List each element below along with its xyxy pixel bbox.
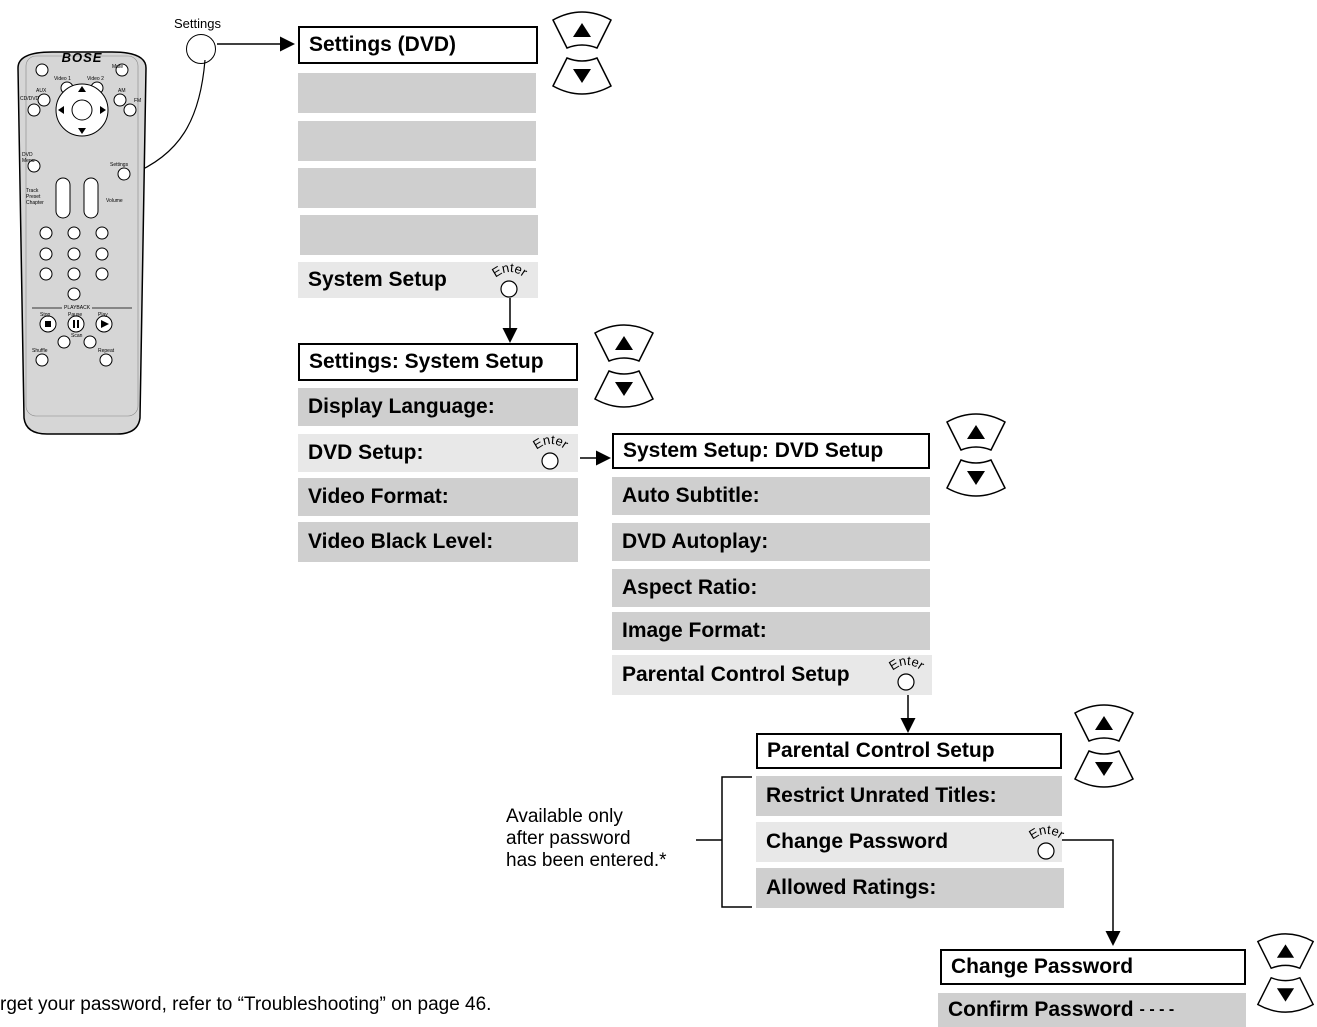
brand-logo: BOSE <box>61 50 103 65</box>
allowed-ratings-item[interactable]: Allowed Ratings: <box>756 868 1064 908</box>
svg-text:Enter: Enter <box>489 262 531 280</box>
password-mask: - - - - <box>1139 1001 1175 1018</box>
enter-text-1: Enter <box>489 260 531 280</box>
up-down-rocker-icon[interactable] <box>1071 703 1137 789</box>
confirm-password-item[interactable]: Confirm Password - - - - <box>938 993 1246 1027</box>
dvd-menu-label: DVD Menu <box>22 152 35 164</box>
volume-label: Volume <box>106 198 123 204</box>
svg-text:Enter: Enter <box>530 434 572 452</box>
play-label: Play <box>98 312 108 318</box>
system-setup-title: Settings: System Setup <box>298 343 578 381</box>
settings-dvd-title: Settings (DVD) <box>298 26 538 64</box>
change-password-title: Change Password <box>940 949 1246 985</box>
enter-button-icon[interactable]: Enter <box>1024 822 1070 860</box>
system-setup-label: System Setup <box>308 268 447 291</box>
settings-dvd-item-3[interactable] <box>298 168 536 208</box>
aspect-ratio-item[interactable]: Aspect Ratio: <box>612 569 930 607</box>
change-password-item[interactable]: Change Password <box>756 822 1062 862</box>
dvd-setup-title: System Setup: DVD Setup <box>612 433 930 469</box>
pause-label: Pause <box>68 312 83 318</box>
video2-label: Video 2 <box>87 76 104 82</box>
auto-subtitle-item[interactable]: Auto Subtitle: <box>612 477 930 515</box>
cd-label: CD/DVD <box>20 96 40 102</box>
up-down-rocker-icon[interactable] <box>1254 930 1317 1016</box>
settings-label: Settings <box>110 162 129 168</box>
settings-button-icon[interactable] <box>186 34 216 64</box>
confirm-password-label: Confirm Password <box>948 998 1134 1021</box>
settings-dvd-item-1[interactable] <box>298 73 536 113</box>
note-line-2: after password <box>506 828 631 849</box>
enter-text-3: Enter <box>886 653 928 673</box>
parental-control-setup-label: Parental Control Setup <box>622 663 850 686</box>
parental-control-setup-item[interactable]: Parental Control Setup <box>612 655 932 695</box>
video-format-item[interactable]: Video Format: <box>298 478 578 516</box>
aux-label: AUX <box>36 88 47 94</box>
playback-label: PLAYBACK <box>62 305 93 311</box>
mute-label: Mute <box>112 64 124 70</box>
up-down-rocker-icon[interactable] <box>549 10 615 96</box>
display-language-item[interactable]: Display Language: <box>298 388 578 426</box>
shuffle-label: Shuffle <box>32 348 48 354</box>
parental-title: Parental Control Setup <box>756 733 1062 769</box>
settings-dvd-item-4[interactable] <box>300 215 538 255</box>
svg-text:Enter: Enter <box>886 655 928 673</box>
dvd-setup-item[interactable]: DVD Setup: <box>298 434 578 472</box>
footnote: rget your password, refer to “Troublesho… <box>0 994 492 1015</box>
settings-callout-label: Settings <box>174 16 221 31</box>
video-black-level-item[interactable]: Video Black Level: <box>298 522 578 562</box>
scan-label: Scan <box>71 333 83 339</box>
video1-label: Video 1 <box>54 76 71 82</box>
enter-text-4: Enter <box>1026 822 1068 842</box>
note-line-1: Available only <box>506 806 623 827</box>
image-format-item[interactable]: Image Format: <box>612 612 930 650</box>
restrict-unrated-item[interactable]: Restrict Unrated Titles: <box>756 776 1062 816</box>
system-setup-item[interactable]: System Setup <box>298 262 538 298</box>
note-line-3: has been entered.* <box>506 850 667 871</box>
password-note: Available only after password has been e… <box>506 806 706 872</box>
up-down-rocker-icon[interactable] <box>943 412 1009 498</box>
enter-button-icon[interactable]: Enter <box>528 432 574 470</box>
remote-drawing <box>17 51 147 435</box>
enter-button-icon[interactable]: Enter <box>487 260 533 298</box>
am-label: AM <box>118 88 126 94</box>
repeat-label: Repeat <box>98 348 115 354</box>
remote-control: BOSE Mute Video 1 Video 2 AUX AM CD/DVD … <box>12 48 152 438</box>
stop-label: Stop <box>40 312 51 318</box>
track-label: Track Preset Chapter <box>26 188 44 206</box>
enter-button-icon[interactable]: Enter <box>884 653 930 691</box>
fm-label: FM <box>134 98 142 104</box>
up-down-rocker-icon[interactable] <box>591 323 657 409</box>
settings-dvd-item-2[interactable] <box>298 121 536 161</box>
svg-text:Enter: Enter <box>1026 824 1068 842</box>
dvd-autoplay-item[interactable]: DVD Autoplay: <box>612 523 930 561</box>
enter-text-2: Enter <box>530 432 572 452</box>
